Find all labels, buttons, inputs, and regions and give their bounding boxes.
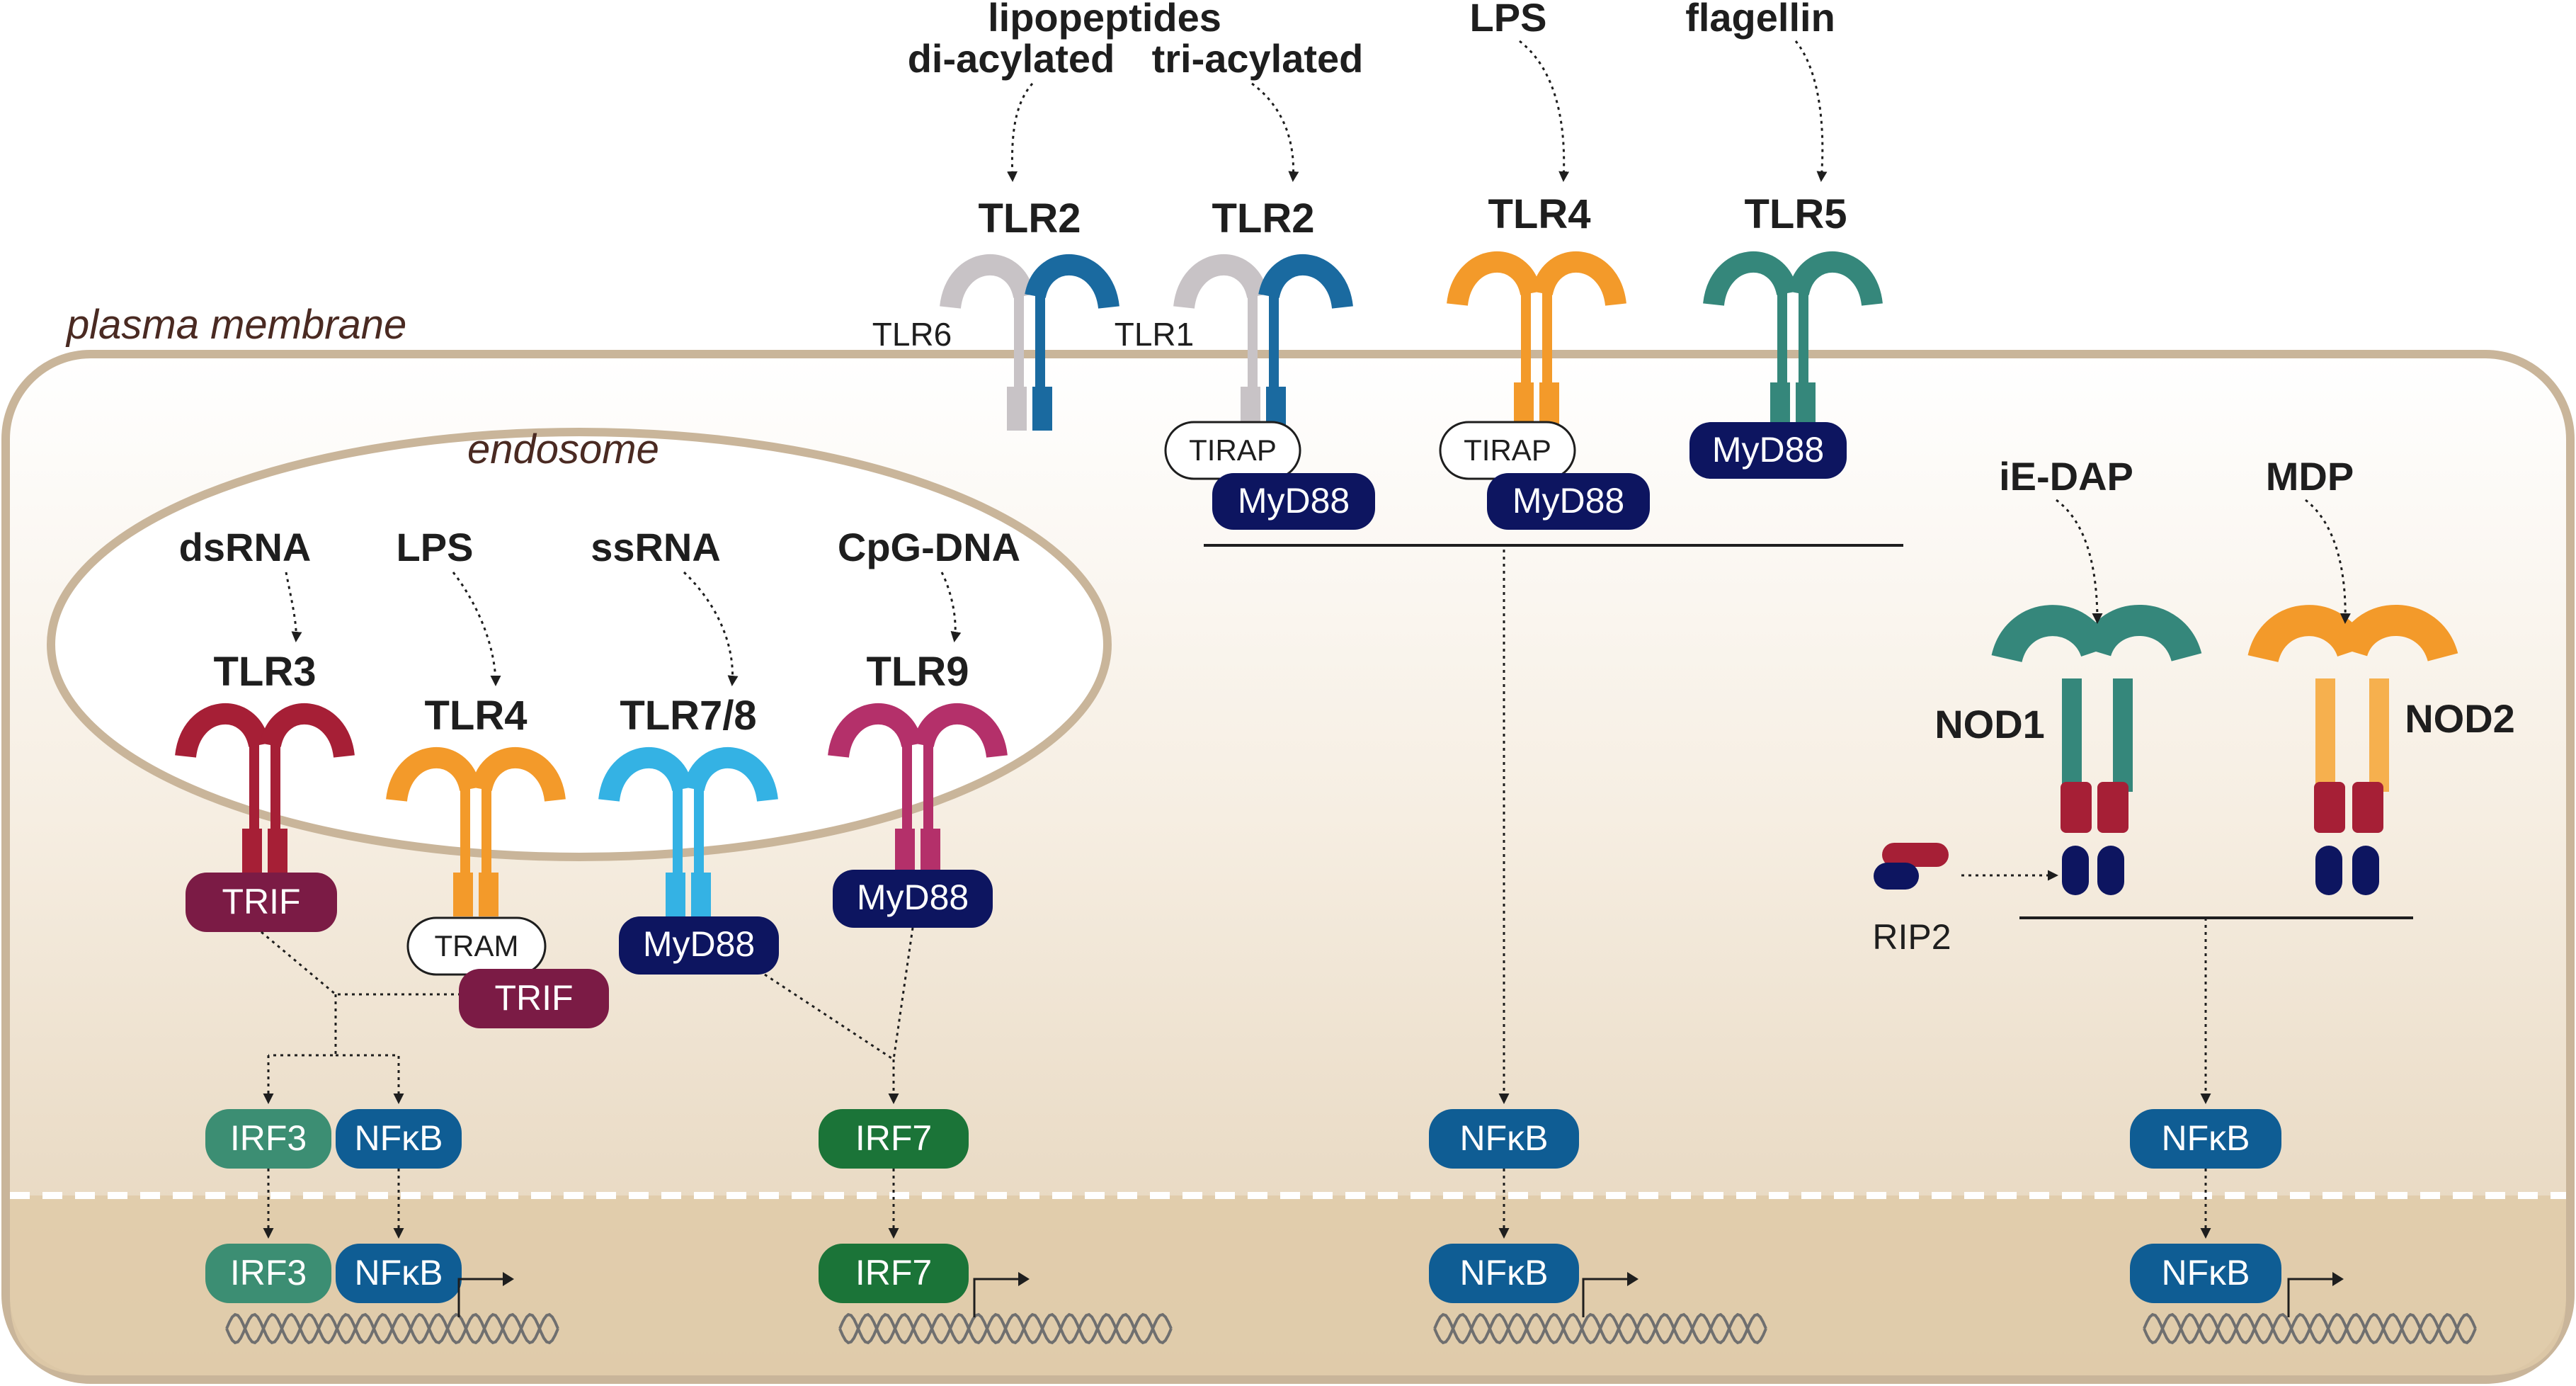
- myd88-2-pill: MyD88: [1487, 473, 1650, 530]
- ie-dap-label: iE-DAP: [1999, 454, 2133, 499]
- tlr2-a-label: TLR2: [979, 195, 1081, 242]
- signaling-arrows: [261, 40, 2351, 1239]
- tlr78-dimer: [598, 746, 778, 916]
- tram-pill: TRAM: [406, 916, 547, 976]
- lps-endosome-label: LPS: [397, 525, 474, 569]
- tirap-1-pill: TIRAP: [1164, 421, 1301, 480]
- tlr4-endosome-label: TLR4: [425, 693, 528, 739]
- svg-text:NFκB: NFκB: [355, 1253, 443, 1293]
- svg-text:TIRAP: TIRAP: [1464, 433, 1551, 467]
- tlr9-label: TLR9: [867, 649, 969, 695]
- myd88-3-pill: MyD88: [1689, 422, 1847, 479]
- nfkb-nuc-1-pill: NFκB: [336, 1244, 462, 1303]
- svg-text:TRIF: TRIF: [222, 882, 300, 921]
- nod2-label: NOD2: [2405, 696, 2515, 741]
- irf3-cyto-pill: IRF3: [205, 1109, 331, 1169]
- myd88-1-pill: MyD88: [1212, 473, 1375, 530]
- dna-helix-3: [1433, 1272, 1767, 1345]
- lps-surface-label: LPS: [1470, 0, 1547, 40]
- svg-text:MyD88: MyD88: [643, 924, 755, 964]
- tlr4-surface-label: TLR4: [1488, 191, 1591, 237]
- lipopeptides-label: lipopeptides: [988, 0, 1221, 40]
- tlr3-label: TLR3: [214, 649, 317, 695]
- myd88-4-pill: MyD88: [619, 916, 779, 975]
- svg-text:NFκB: NFκB: [2162, 1253, 2250, 1293]
- nfkb-nuc-2-pill: NFκB: [1429, 1244, 1579, 1303]
- nfkb-cyto-1-pill: NFκB: [336, 1109, 462, 1169]
- nfkb-cyto-2-pill: NFκB: [1429, 1109, 1579, 1169]
- dna-helix-1: [225, 1272, 559, 1345]
- di-acylated-label: di-acylated: [908, 36, 1115, 81]
- plasma-membrane-label: plasma membrane: [65, 302, 406, 348]
- endosome-label: endosome: [467, 426, 659, 472]
- nucleus-region: [10, 1195, 2566, 1375]
- dna-layer: [225, 1272, 2477, 1345]
- svg-text:NFκB: NFκB: [1460, 1118, 1549, 1158]
- transcription-start-arrow: [457, 1272, 514, 1317]
- tlr6-label: TLR6: [872, 316, 952, 353]
- svg-text:MyD88: MyD88: [1512, 481, 1624, 521]
- tlr1-label: TLR1: [1115, 316, 1194, 353]
- svg-text:MyD88: MyD88: [1712, 430, 1824, 470]
- svg-text:IRF7: IRF7: [855, 1118, 932, 1158]
- rip2-label: RIP2: [1872, 917, 1951, 957]
- rip2-protein: [1874, 843, 1949, 890]
- svg-text:TIRAP: TIRAP: [1189, 433, 1277, 467]
- tlr6-tlr2-dimer: [940, 254, 1119, 431]
- tri-acylated-label: tri-acylated: [1152, 36, 1364, 81]
- receptors-layer: [175, 251, 1883, 916]
- tlr5-dimer: [1703, 251, 1883, 426]
- irf7-nuc-pill: IRF7: [819, 1244, 969, 1303]
- tlr4-endosome-dimer: [386, 746, 566, 916]
- dna-helix-4: [2143, 1272, 2477, 1345]
- mdp-label: MDP: [2266, 454, 2354, 499]
- dsrna-label: dsRNA: [179, 525, 312, 569]
- transcription-start-arrow: [1582, 1272, 1639, 1317]
- flagellin-label: flagellin: [1685, 0, 1835, 40]
- nod1-label: NOD1: [1934, 702, 2045, 746]
- nfkb-cyto-3-pill: NFκB: [2130, 1109, 2281, 1169]
- nfkb-nuc-3-pill: NFκB: [2130, 1244, 2281, 1303]
- tlr5-label: TLR5: [1745, 191, 1847, 237]
- svg-text:NFκB: NFκB: [1460, 1253, 1549, 1293]
- trif-1-pill: TRIF: [186, 873, 337, 932]
- svg-text:TRAM: TRAM: [435, 929, 519, 962]
- dna-helix-2: [838, 1272, 1173, 1345]
- nod2-receptor: [2247, 605, 2458, 895]
- svg-text:NFκB: NFκB: [2162, 1118, 2250, 1158]
- svg-text:IRF3: IRF3: [230, 1118, 307, 1158]
- endosome: [47, 428, 1112, 861]
- tlr78-label: TLR7/8: [620, 693, 756, 739]
- tlr4-surface-dimer: [1447, 251, 1626, 426]
- irf7-cyto-pill: IRF7: [819, 1109, 969, 1169]
- transcription-start-arrow: [2287, 1272, 2344, 1317]
- ssrna-label: ssRNA: [591, 525, 721, 569]
- trif-2-pill: TRIF: [459, 969, 609, 1028]
- nod1-receptor: [1991, 605, 2202, 895]
- svg-text:IRF3: IRF3: [230, 1253, 307, 1293]
- svg-text:NFκB: NFκB: [355, 1118, 443, 1158]
- irf3-nuc-pill: IRF3: [205, 1244, 331, 1303]
- tirap-2-pill: TIRAP: [1439, 421, 1576, 480]
- tlr2-b-label: TLR2: [1212, 195, 1315, 242]
- cpg-dna-label: CpG-DNA: [838, 525, 1020, 569]
- svg-text:TRIF: TRIF: [494, 978, 573, 1018]
- svg-text:MyD88: MyD88: [1238, 481, 1350, 521]
- transcription-start-arrow: [973, 1272, 1030, 1317]
- tlr9-dimer: [828, 703, 1008, 873]
- tlr3-dimer: [175, 703, 355, 873]
- svg-text:MyD88: MyD88: [857, 877, 969, 917]
- svg-text:IRF7: IRF7: [855, 1253, 932, 1293]
- myd88-5-pill: MyD88: [833, 870, 993, 928]
